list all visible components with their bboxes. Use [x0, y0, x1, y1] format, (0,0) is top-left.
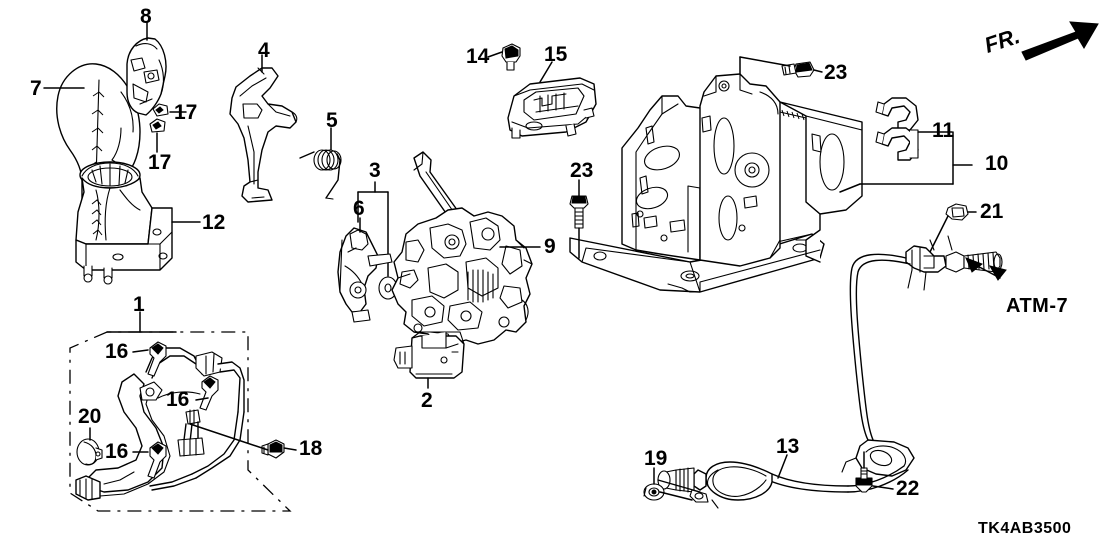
callout-6: 6	[353, 197, 365, 220]
part-shift-lock-solenoid	[393, 331, 465, 379]
part-position-indicator-panel	[507, 77, 597, 139]
callout-16-a: 16	[105, 340, 129, 363]
part-screw	[261, 439, 285, 459]
diagram-code: TK4AB3500	[978, 520, 1072, 537]
callout-11: 11	[932, 119, 955, 142]
leader-10-bracket	[839, 131, 973, 193]
part-retainer-clip	[501, 43, 521, 71]
harness-group-boundary	[69, 311, 292, 512]
callout-20: 20	[78, 405, 102, 428]
callout-3: 3	[369, 159, 381, 182]
part-clip-upper	[152, 103, 169, 117]
leader-22	[872, 485, 894, 490]
part-lock-nut	[945, 203, 969, 221]
part-control-lever-arm	[337, 227, 393, 323]
part-harness-clip-b	[199, 375, 219, 411]
part-clip-lower	[149, 118, 166, 133]
callout-7: 7	[30, 77, 42, 100]
callout-22: 22	[896, 477, 920, 500]
callout-16-c: 16	[105, 440, 129, 463]
part-cable-clamp	[875, 97, 919, 161]
fr-arrow	[1021, 21, 1099, 61]
part-shift-cable	[657, 235, 1003, 509]
callout-16-b: 16	[166, 388, 190, 411]
callout-12: 12	[202, 211, 226, 234]
callout-8: 8	[140, 5, 152, 28]
leader-bracket-top	[739, 56, 791, 75]
callout-13: 13	[776, 435, 800, 458]
callout-19: 19	[644, 447, 668, 470]
leader-18b	[189, 423, 269, 451]
callout-5: 5	[326, 109, 338, 132]
leader-19b	[659, 491, 693, 501]
callout-1: 1	[133, 293, 145, 316]
callout-21: 21	[980, 200, 1004, 223]
leader-23b	[813, 69, 823, 73]
part-cable-bolt	[855, 467, 873, 493]
part-harness-clip-a	[147, 341, 167, 377]
callout-15: 15	[544, 43, 568, 66]
callout-2: 2	[421, 389, 433, 412]
leader-16b	[195, 397, 209, 401]
callout-4: 4	[258, 39, 270, 62]
callout-23-right: 23	[824, 61, 848, 84]
part-shift-lever-assembly	[391, 151, 533, 345]
leader-13	[777, 454, 788, 479]
part-return-spring	[299, 149, 342, 200]
part-grommet	[76, 438, 103, 466]
callout-17-upper: 17	[174, 101, 198, 124]
leader-15	[539, 61, 553, 83]
part-flange-bolt-left	[569, 195, 589, 229]
callout-23-left: 23	[570, 159, 594, 182]
part-knob-cover	[126, 37, 167, 116]
callout-10: 10	[985, 152, 1009, 175]
leader-21-part	[929, 215, 949, 253]
part-cable-bracket-assembly	[569, 73, 863, 293]
atm7-arrow	[965, 257, 1007, 281]
part-bracket-lever	[229, 67, 298, 203]
part-shift-boot-escutcheon	[75, 161, 173, 285]
part-flange-bolt-right	[781, 61, 815, 78]
leader-14	[487, 51, 503, 58]
atm-reference-label: ATM-7	[1006, 295, 1069, 317]
callout-17-lower: 17	[148, 151, 172, 174]
callout-18: 18	[299, 437, 323, 460]
part-harness-clip-c	[147, 441, 167, 479]
callout-14: 14	[466, 45, 490, 68]
part-wire-harness	[75, 347, 245, 501]
leader-16a	[132, 349, 149, 353]
leader-18	[283, 447, 297, 451]
callout-9: 9	[544, 235, 556, 258]
